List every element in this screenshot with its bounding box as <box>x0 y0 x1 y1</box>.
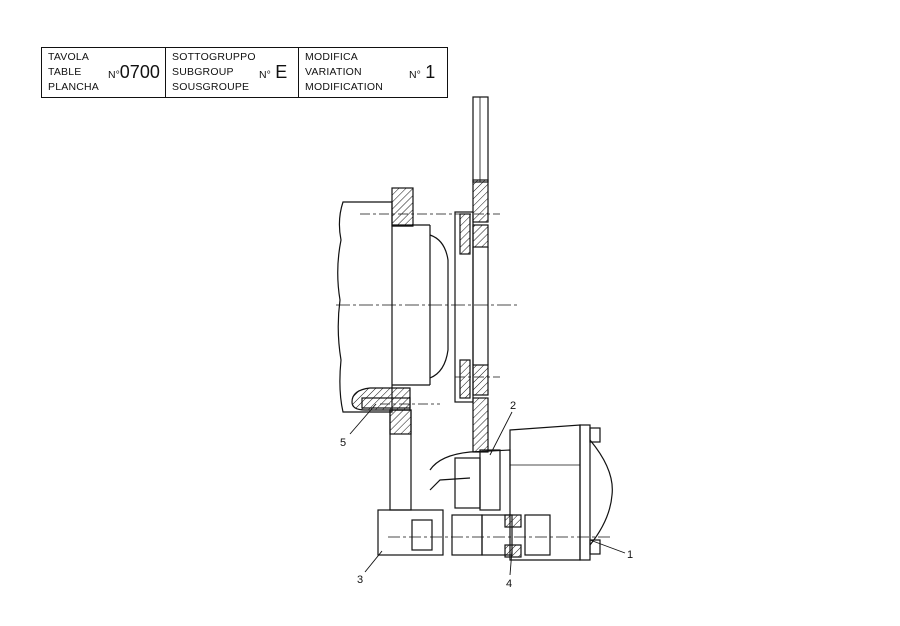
subgroup-label-fr: SOUSGROUPE <box>172 81 250 93</box>
table-number: N°0700 <box>108 62 160 82</box>
variation-label-fr: MODIFICATION <box>305 81 384 93</box>
upper-flange <box>391 187 414 227</box>
variation-label-en: VARIATION <box>305 66 362 78</box>
table-label-en: TABLE <box>48 66 82 78</box>
subgroup-label-it: SOTTOGRUPPO <box>172 51 256 63</box>
fan-disc <box>454 96 489 453</box>
table-cell: TAVOLA TABLE PLANCHA N°0700 <box>42 48 165 97</box>
callout-2: 2 <box>510 400 516 412</box>
callout-1: 1 <box>627 549 633 561</box>
pulley-assembly <box>429 449 551 558</box>
subgroup-cell: SOTTOGRUPPO SUBGROUP SOUSGROUPE N° E <box>165 48 298 97</box>
variation-label-it: MODIFICA <box>305 51 358 63</box>
variation-cell: MODIFICA VARIATION MODIFICATION N° 1 <box>298 48 446 97</box>
variation-number: N° 1 <box>409 62 436 82</box>
shaft-centerline <box>336 213 520 405</box>
title-block: TAVOLA TABLE PLANCHA N°0700 SOTTOGRUPPO … <box>41 47 448 98</box>
bracket-block <box>377 509 610 556</box>
motor-housing <box>337 201 449 413</box>
subgroup-number: N° E <box>259 62 288 82</box>
callout-4: 4 <box>506 578 512 590</box>
lower-arm <box>351 387 412 511</box>
table-label-it: TAVOLA <box>48 51 90 63</box>
leader-lines <box>349 403 626 576</box>
callout-3: 3 <box>357 574 363 586</box>
callout-5: 5 <box>340 437 346 449</box>
motor-unit <box>509 424 613 561</box>
table-label-es: PLANCHA <box>48 81 99 93</box>
subgroup-label-en: SUBGROUP <box>172 66 234 78</box>
